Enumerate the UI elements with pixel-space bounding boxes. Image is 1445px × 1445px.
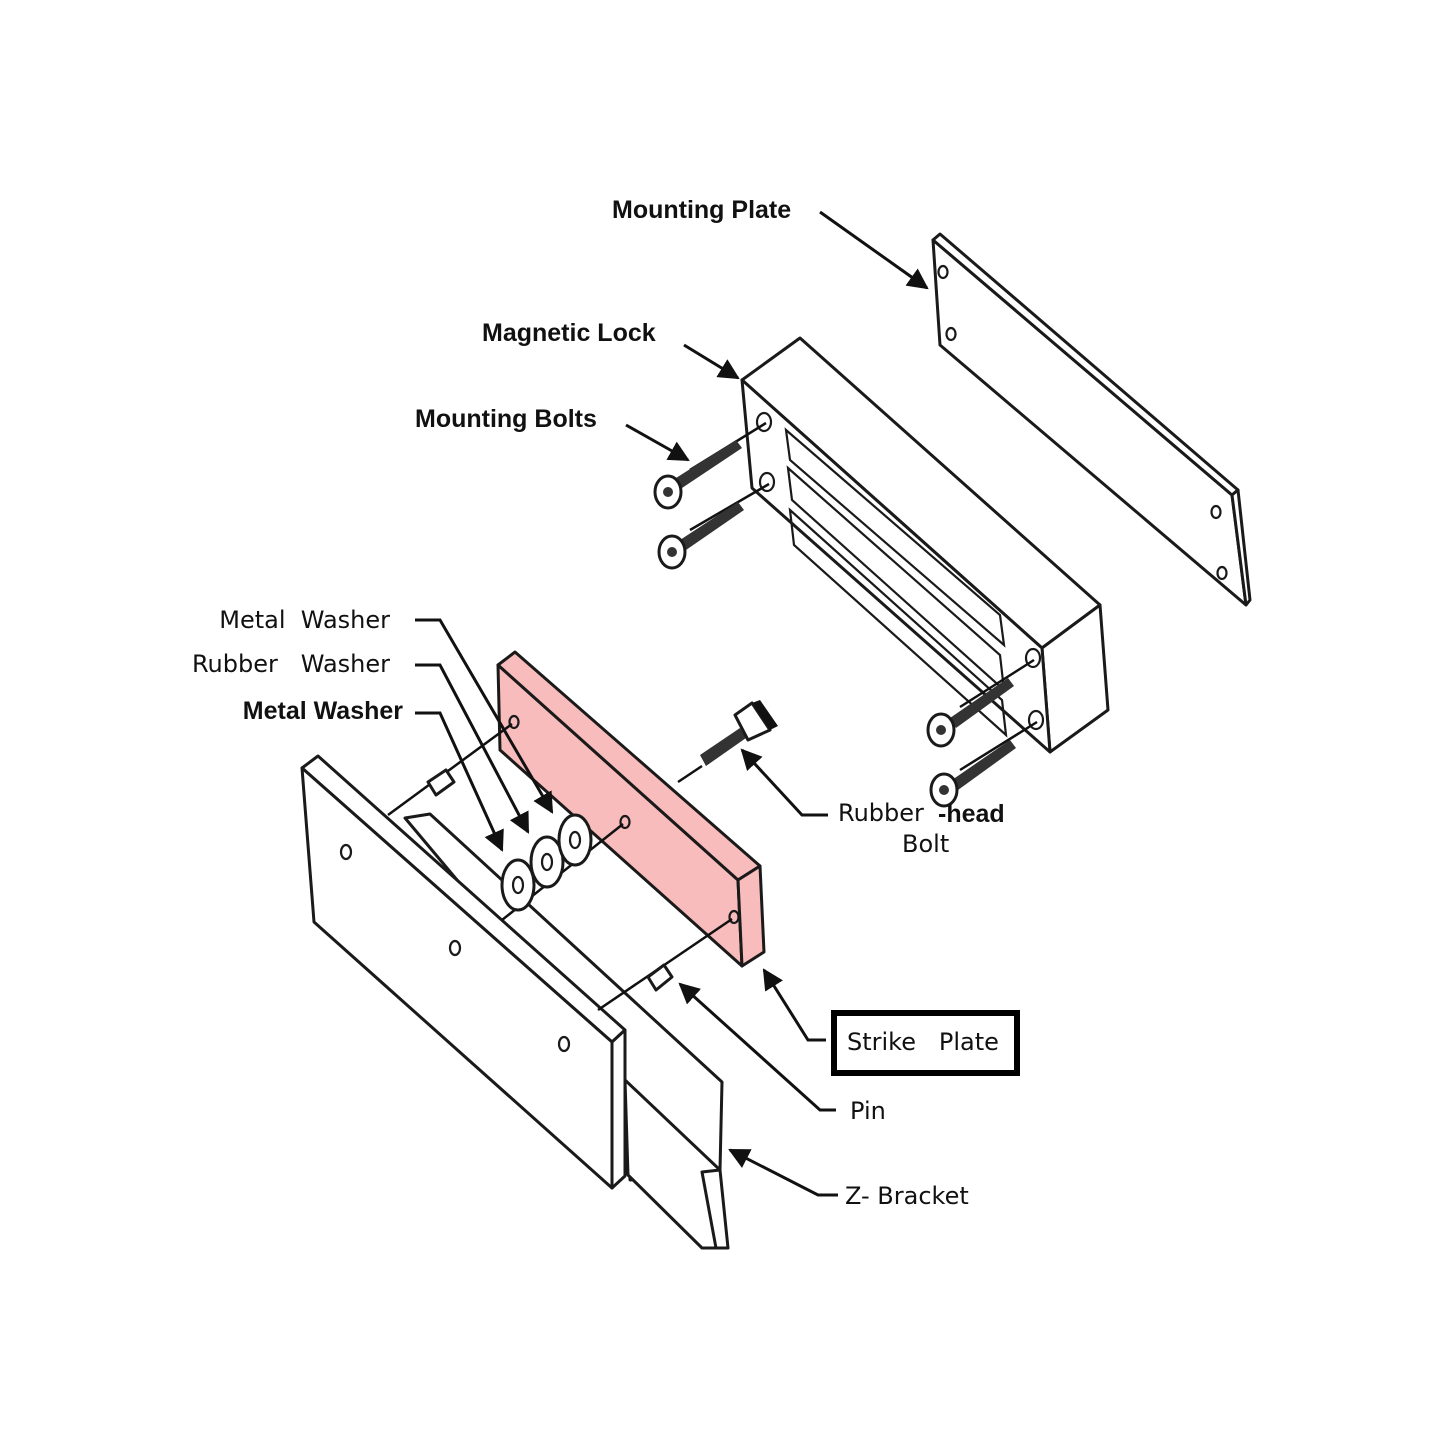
pin-icon xyxy=(426,768,456,797)
magnetic-lock xyxy=(740,336,1110,754)
label-rubber-head-bolt-1: Rubber xyxy=(838,799,924,827)
washer-icon xyxy=(500,858,536,912)
label-mounting-bolts: Mounting Bolts xyxy=(415,405,597,433)
washers-and-pins xyxy=(387,722,733,1012)
screw-icon xyxy=(926,678,1014,748)
label-magnetic-lock: Magnetic Lock xyxy=(482,319,656,347)
screw-icon xyxy=(657,502,744,570)
label-metal-washer-bottom: Metal Washer xyxy=(243,697,404,725)
leader-lines xyxy=(415,210,929,1197)
label-mounting-plate: Mounting Plate xyxy=(612,196,791,224)
washer-icon xyxy=(529,835,565,889)
pin-icon xyxy=(646,963,674,992)
label-z-bracket: Z- Bracket xyxy=(845,1182,969,1210)
label-rubber-washer: Rubber Washer xyxy=(192,650,390,678)
rubber-head-bolt xyxy=(677,700,778,784)
label-metal-washer-top: Metal Washer xyxy=(219,606,390,634)
label-pin: Pin xyxy=(850,1097,886,1125)
screw-icon xyxy=(929,740,1016,808)
label-rubber-head-bolt-3: Bolt xyxy=(902,830,949,858)
mounting-bolts xyxy=(653,421,1038,808)
z-bracket xyxy=(300,754,730,1250)
strike-plate-label-box xyxy=(831,1010,1020,1076)
washer-icon xyxy=(557,813,593,867)
label-strike-plate: Strike Plate xyxy=(847,1028,999,1056)
mounting-plate xyxy=(931,232,1252,607)
label-rubber-head-bolt-2: -head xyxy=(938,800,1005,828)
screw-icon xyxy=(653,440,742,510)
